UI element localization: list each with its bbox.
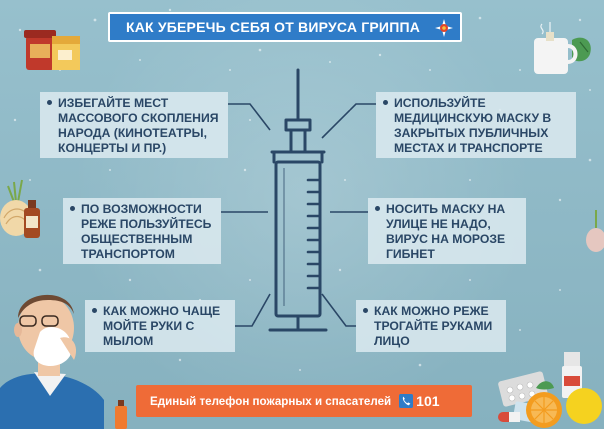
sick-person-icon: [0, 294, 104, 429]
title-banner: КАК УБЕРЕЧЬ СЕБЯ ОТ ВИРУСА ГРИППА: [108, 12, 462, 42]
emergency-phone-number[interactable]: 101: [416, 393, 440, 409]
emblem-icon: [435, 19, 453, 37]
tip-wash-hands: КАК МОЖНО ЧАЩЕ МОЙТЕ РУКИ С МЫЛОМ: [85, 300, 235, 352]
tip-use-mask: ИСПОЛЬЗУЙТЕ МЕДИЦИНСКУЮ МАСКУ В ЗАКРЫТЫХ…: [376, 92, 576, 158]
medicine-bottle-icon: [24, 200, 40, 238]
tip-dont-touch-face: КАК МОЖНО РЕЖЕ ТРОГАЙТЕ РУКАМИ ЛИЦО: [356, 300, 506, 352]
tip-avoid-crowds: ИЗБЕГАЙТЕ МЕСТ МАССОВОГО СКОПЛЕНИЯ НАРОД…: [40, 92, 228, 158]
small-bottle-icon: [115, 400, 127, 429]
honey-jar-icon: [24, 30, 80, 70]
citrus-icon: [526, 381, 602, 428]
tea-cup-icon: [534, 22, 591, 74]
phone-icon: [399, 394, 414, 408]
herb-icon: [586, 210, 604, 252]
page-title: КАК УБЕРЕЧЬ СЕБЯ ОТ ВИРУСА ГРИППА: [125, 19, 421, 35]
tip-no-mask-outdoors: НОСИТЬ МАСКУ НА УЛИЦЕ НЕ НАДО, ВИРУС НА …: [368, 198, 526, 264]
emergency-phone-bar: Единый телефон пожарных и спасателей 101: [136, 385, 472, 417]
emergency-phone-label: Единый телефон пожарных и спасателей: [150, 394, 392, 408]
tip-avoid-public-transport: ПО ВОЗМОЖНОСТИ РЕЖЕ ПОЛЬЗУЙТЕСЬ ОБЩЕСТВЕ…: [63, 198, 221, 264]
syringe-icon: [268, 68, 328, 332]
